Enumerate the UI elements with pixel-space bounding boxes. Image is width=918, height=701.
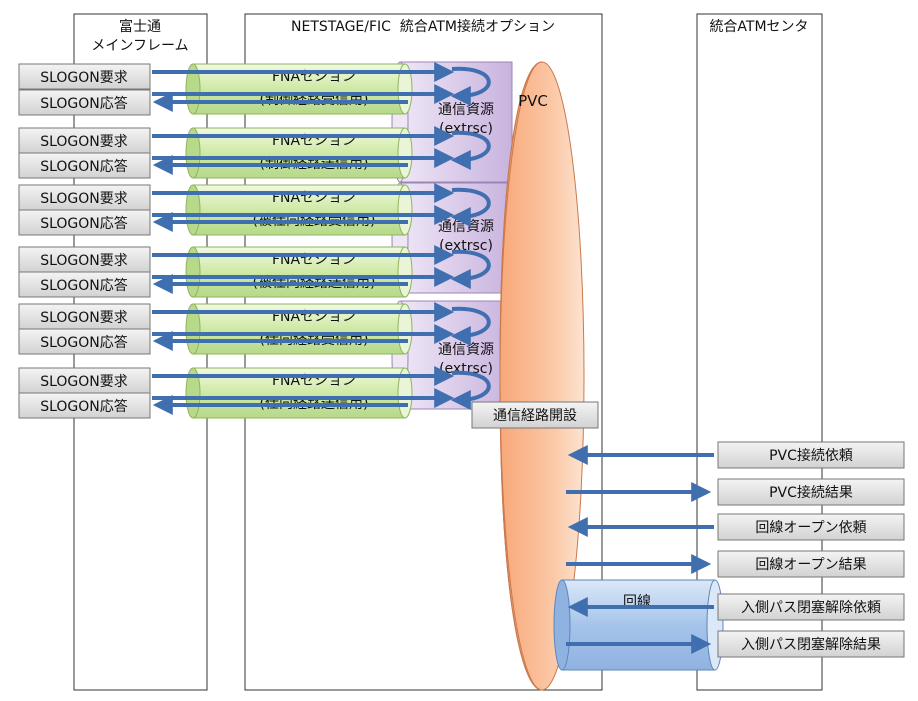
center-message-box: PVC接続依頼 <box>717 441 905 469</box>
loop-arrow <box>450 306 491 346</box>
slogon-response-box: SLOGON応答 <box>18 89 151 116</box>
center-message-label: PVC接続依頼 <box>769 447 853 464</box>
loop-arrow <box>450 187 491 227</box>
center-message-label: 回線オープン依頼 <box>755 520 866 536</box>
mainframe-header-line1: 富士通 <box>119 18 161 35</box>
loop-arrow <box>450 370 491 410</box>
route-open-label: 通信経路開設 <box>493 408 577 424</box>
slogon-response-label: SLOGON応答 <box>40 334 128 351</box>
center-message-label: PVC接続結果 <box>769 484 853 501</box>
center-message-box: 回線オープン依頼 <box>717 513 905 541</box>
slogon-request-box: SLOGON要求 <box>18 303 151 330</box>
option-header: NETSTAGE/FIC 統合ATM接続オプション <box>291 18 555 35</box>
pvc-label: PVC <box>518 92 548 110</box>
slogon-request-box: SLOGON要求 <box>18 246 151 273</box>
slogon-request-label: SLOGON要求 <box>40 191 128 207</box>
slogon-request-label: SLOGON要求 <box>40 70 128 86</box>
resource-title: 通信資源 <box>438 102 494 118</box>
slogon-response-box: SLOGON応答 <box>18 328 151 355</box>
center-message-box: 入側パス閉塞解除依頼 <box>717 593 905 621</box>
slogon-boxes: SLOGON要求 SLOGON応答 SLOGON要求 SLOGON応答 SLOGON要求… <box>18 63 151 419</box>
slogon-request-label: SLOGON要求 <box>40 374 128 390</box>
slogon-response-label: SLOGON応答 <box>40 398 128 415</box>
center-message-label: 回線オープン結果 <box>755 557 866 573</box>
loop-arrow <box>450 249 491 289</box>
slogon-request-box: SLOGON要求 <box>18 184 151 211</box>
slogon-request-box: SLOGON要求 <box>18 367 151 394</box>
resource-title: 通信資源 <box>438 219 494 235</box>
center-message-box: 入側パス閉塞解除結果 <box>717 630 905 658</box>
loop-arrow <box>450 66 491 106</box>
route-open-box: 通信経路開設 <box>471 401 599 429</box>
slogon-response-box: SLOGON応答 <box>18 271 151 298</box>
slogon-request-box: SLOGON要求 <box>18 127 151 154</box>
mainframe-header-line2: メインフレーム <box>91 38 188 54</box>
slogon-response-label: SLOGON応答 <box>40 158 128 175</box>
slogon-request-label: SLOGON要求 <box>40 310 128 326</box>
center-messages: PVC接続依頼 PVC接続結果回線オープン依頼回線オープン結果入側パス閉塞解除依頼… <box>566 441 905 658</box>
pvc-cylinder <box>499 61 585 691</box>
center-message-box: 回線オープン結果 <box>717 550 905 578</box>
slogon-response-box: SLOGON応答 <box>18 152 151 179</box>
center-message-label: 入側パス閉塞解除結果 <box>741 636 881 653</box>
loop-arrow <box>450 130 491 170</box>
resource-title: 通信資源 <box>438 342 494 358</box>
center-header: 統合ATMセンタ <box>709 19 808 35</box>
slogon-response-label: SLOGON応答 <box>40 95 128 112</box>
slogon-response-box: SLOGON応答 <box>18 392 151 419</box>
slogon-response-box: SLOGON応答 <box>18 209 151 236</box>
center-message-box: PVC接続結果 <box>717 478 905 506</box>
slogon-response-label: SLOGON応答 <box>40 277 128 294</box>
slogon-request-label: SLOGON要求 <box>40 253 128 269</box>
session-arrows <box>152 62 491 415</box>
line-cylinder <box>553 579 724 671</box>
resource-cylinders <box>391 61 513 410</box>
center-message-label: 入側パス閉塞解除依頼 <box>741 599 881 616</box>
slogon-request-label: SLOGON要求 <box>40 134 128 150</box>
slogon-response-label: SLOGON応答 <box>40 215 128 232</box>
slogon-request-box: SLOGON要求 <box>18 63 151 90</box>
